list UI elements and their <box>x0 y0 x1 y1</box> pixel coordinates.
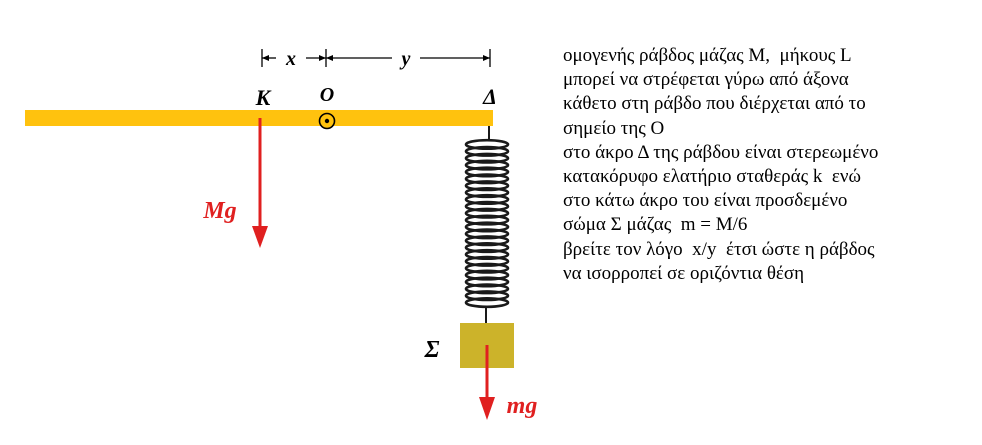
spring-coil <box>464 296 510 309</box>
pivot-O <box>318 112 336 130</box>
spring-coil <box>464 228 510 240</box>
spring-coil <box>464 290 510 302</box>
spring-coil <box>464 221 510 233</box>
problem-line: στο άκρο Δ της ράβδου είναι στερεωμένο <box>563 141 879 163</box>
spring-coil <box>464 207 510 219</box>
problem-statement: ομογενής ράβδος μάζας Μ, μήκους L μπορεί… <box>563 44 973 286</box>
spring-coil <box>464 145 510 157</box>
label-mg: mg <box>507 393 538 419</box>
spring-coil <box>464 214 510 226</box>
force-mg-arrowhead <box>479 397 495 420</box>
problem-line: να ισορροπεί σε οριζόντια θέση <box>563 262 805 284</box>
problem-line: κατακόρυφο ελατήριο σταθεράς k ενώ <box>563 166 861 188</box>
spring-coil <box>464 269 510 281</box>
spring-coil <box>464 159 510 171</box>
label-O: O <box>320 84 334 106</box>
spring-coil <box>464 180 510 192</box>
dimension-arrowheads <box>262 55 490 61</box>
spring-coil <box>464 242 510 254</box>
problem-line: σώμα Σ μάζας m = M/6 <box>563 214 748 236</box>
force-Mg-arrowhead <box>252 226 268 248</box>
label-K: K <box>255 85 272 110</box>
label-D: Δ <box>482 84 497 109</box>
problem-line: μπορεί να στρέφεται γύρω από άξονα <box>563 69 849 91</box>
problem-line: στο κάτω άκρο του είναι προσδεμένο <box>563 190 848 212</box>
label-body: Σ <box>424 337 440 363</box>
label-x: x <box>285 48 296 70</box>
x-arrowhead-right <box>319 55 326 61</box>
rod-spring-diagram: x y K O Δ Mg Σ mg <box>25 48 538 420</box>
x-arrowhead-left <box>262 55 269 61</box>
spring-coil <box>464 255 510 267</box>
label-y: y <box>400 48 411 70</box>
force-Mg-arrow <box>252 118 268 248</box>
y-arrowhead-right <box>483 55 490 61</box>
spring-coil <box>464 262 510 274</box>
spring-coil <box>464 276 510 288</box>
spring-coils <box>464 138 510 309</box>
spring-coil <box>464 235 510 247</box>
problem-line: ομογενής ράβδος μάζας Μ, μήκους L <box>563 45 852 66</box>
spring-coil <box>464 138 510 151</box>
spring-coil <box>464 283 510 295</box>
spring-coil <box>464 166 510 178</box>
spring-coil <box>464 152 510 164</box>
label-Mg: Mg <box>202 198 236 224</box>
spring-coil <box>464 248 510 261</box>
spring <box>464 126 510 323</box>
spring-coil <box>464 193 510 206</box>
spring-coil <box>464 187 510 199</box>
problem-line: βρείτε τον λόγο x/y έτσι ώστε η ράβδος <box>563 238 875 260</box>
spring-coil <box>464 200 510 212</box>
distance-dimensions <box>261 49 491 67</box>
problem-line: κάθετο στη ράβδο που διέρχεται από το <box>563 93 866 115</box>
y-arrowhead-left <box>326 55 333 61</box>
pivot-dot <box>324 118 330 124</box>
force-mg-arrow <box>479 345 495 420</box>
problem-line: σημείο της Ο <box>563 117 665 139</box>
spring-coil <box>464 173 510 185</box>
